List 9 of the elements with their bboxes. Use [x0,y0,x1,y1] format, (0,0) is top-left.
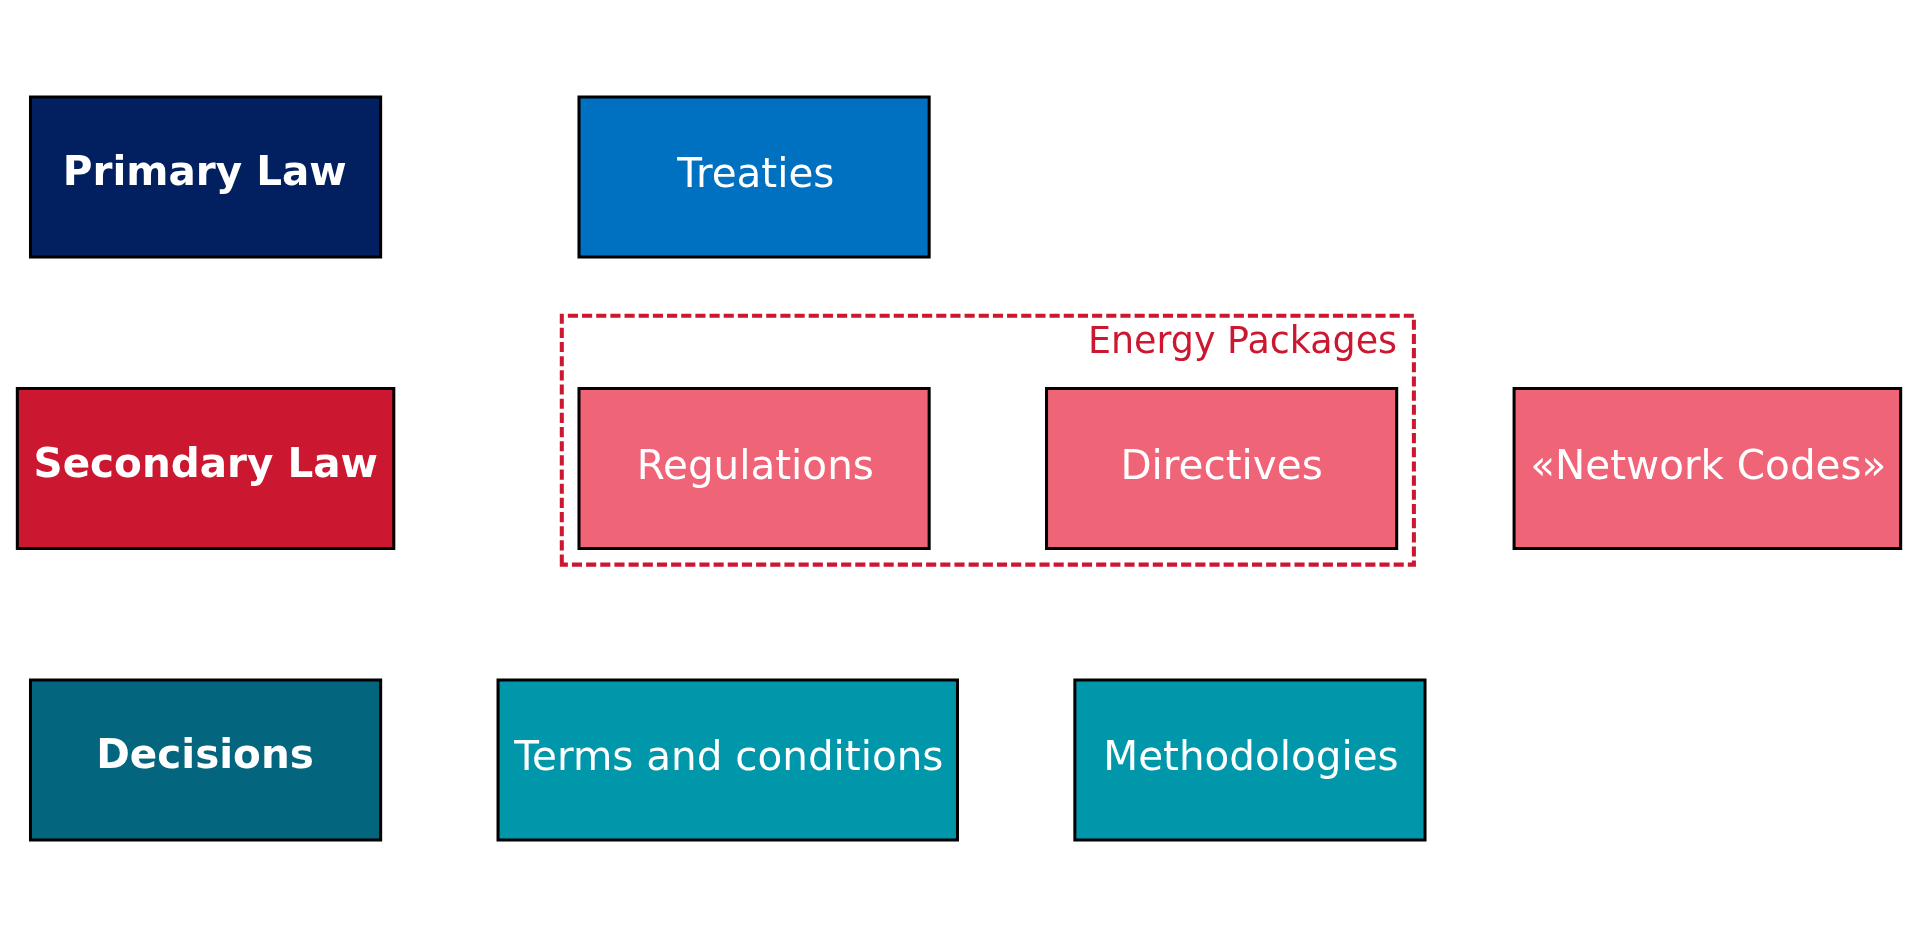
node-box: Terms and conditions [496,678,959,841]
node-box: Decisions [28,678,383,841]
node-box: Directives [1045,386,1399,550]
node-box: Methodologies [1073,678,1427,841]
node-box: Secondary Law [15,386,396,550]
node-box: Regulations [577,386,931,550]
node-box: Treaties [577,95,931,258]
node-box: «Network Codes» [1512,386,1903,550]
node-box: Primary Law [28,95,383,258]
